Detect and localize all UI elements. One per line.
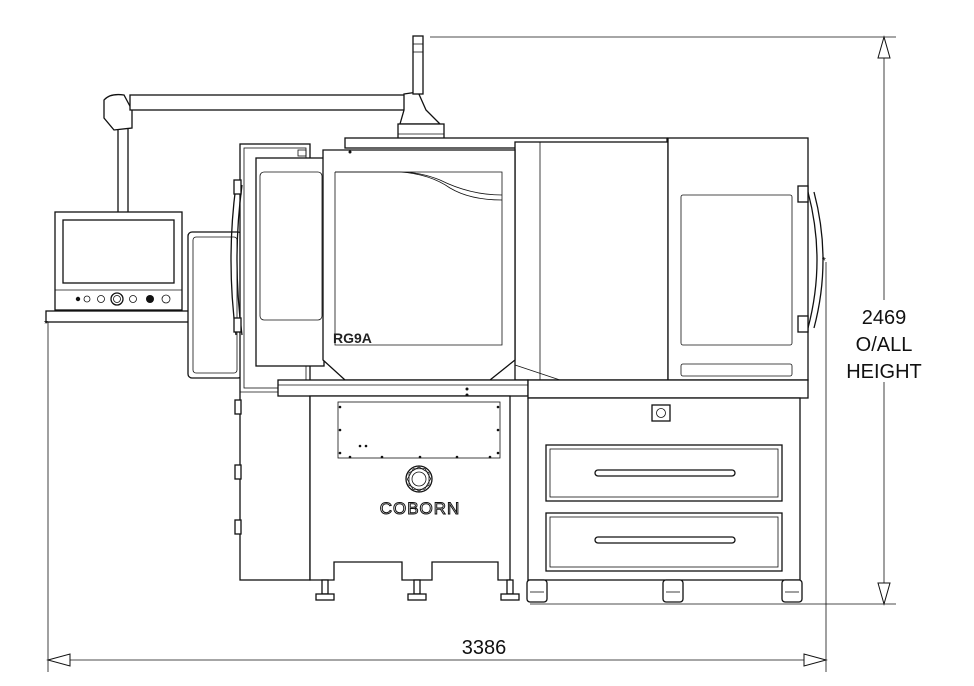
svg-text:*: * <box>44 319 48 330</box>
caster-icon <box>526 579 548 603</box>
machine-base: COBORN <box>309 395 520 601</box>
drawer-handle <box>594 469 736 477</box>
stop-button-icon <box>146 295 154 303</box>
height-dimension: 2469 O/ALL HEIGHT <box>430 35 932 606</box>
height-label-height: HEIGHT <box>846 361 922 383</box>
width-value: 3386 <box>462 637 507 659</box>
svg-text:*: * <box>822 256 826 267</box>
coborn-logo-icon <box>405 465 433 493</box>
key-lock-icon <box>651 404 671 422</box>
left-cabinet <box>187 143 325 581</box>
caster-icon <box>662 579 684 603</box>
button-icon <box>83 295 91 303</box>
start-button-icon <box>161 294 171 304</box>
height-label-oall: O/ALL <box>856 334 913 356</box>
monitor-screen <box>62 219 175 284</box>
indicator-icon <box>75 296 81 302</box>
monitor-arm <box>103 35 445 215</box>
access-panel <box>337 401 501 459</box>
caster-icon <box>781 579 803 603</box>
control-monitor: * <box>44 211 191 330</box>
right-cabinet <box>526 397 803 603</box>
height-value: 2469 <box>862 307 907 329</box>
knob-icon <box>110 292 124 306</box>
table-ledge <box>277 379 809 399</box>
brand-label: COBORN <box>380 499 461 518</box>
drawer-handle <box>594 536 736 544</box>
monitor-shelf <box>45 310 191 323</box>
button-icon <box>129 295 137 303</box>
button-icon <box>97 295 105 303</box>
main-enclosure: RG9A <box>322 137 669 381</box>
model-label: RG9A <box>333 330 372 346</box>
right-enclosure: * <box>667 137 826 381</box>
right-window <box>680 194 793 346</box>
width-dimension: 3386 <box>46 262 828 672</box>
